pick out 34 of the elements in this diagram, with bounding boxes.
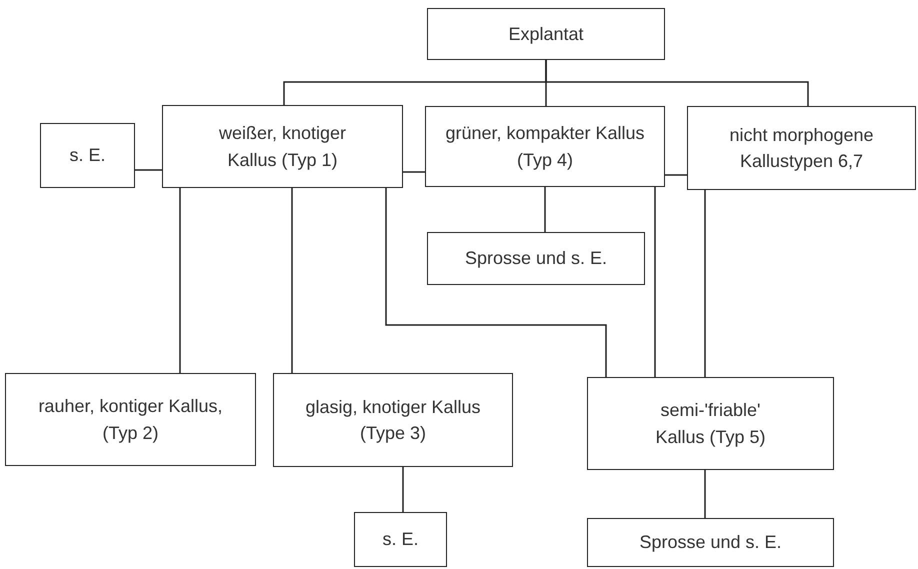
connector-line — [665, 174, 687, 176]
process-box — [273, 373, 513, 467]
process-box — [427, 8, 665, 60]
node-label: s. E. — [69, 144, 106, 168]
connector-line — [704, 470, 706, 518]
node-label: nicht morphogene Kallustypen 6,7 — [728, 124, 875, 173]
node-label: semi-'friable' Kallus (Typ 5) — [654, 399, 767, 449]
connector-line — [179, 188, 181, 373]
process-box — [687, 106, 916, 190]
process-box — [427, 232, 645, 285]
node-label: grüner, kompakter Kallus (Typ 4) — [444, 122, 646, 172]
node-label: Sprosse und s. E. — [464, 247, 608, 270]
connector-line — [654, 187, 656, 377]
connector-line — [545, 60, 809, 106]
connector-line — [704, 190, 706, 377]
node-label: glasig, knotiger Kallus (Type 3) — [304, 396, 482, 445]
process-box — [587, 377, 834, 470]
process-box — [425, 106, 665, 187]
connector-line — [291, 188, 293, 373]
node-label: weißer, knotiger Kallus (Typ 1) — [218, 122, 348, 172]
process-box — [5, 373, 256, 466]
connector-line — [403, 171, 425, 173]
process-box — [354, 512, 447, 567]
node-label: rauher, kontiger Kallus, (Typ 2) — [37, 395, 224, 445]
process-box — [40, 123, 135, 188]
node-label: s. E. — [382, 528, 418, 552]
connector-line — [402, 467, 404, 512]
process-box — [587, 518, 834, 567]
connector-line — [544, 187, 546, 232]
process-box — [162, 105, 403, 188]
node-label: Explantat — [508, 22, 584, 46]
node-label: Sprosse und s. E. — [639, 531, 782, 554]
connector-line — [385, 188, 607, 377]
connector-line — [135, 169, 162, 171]
